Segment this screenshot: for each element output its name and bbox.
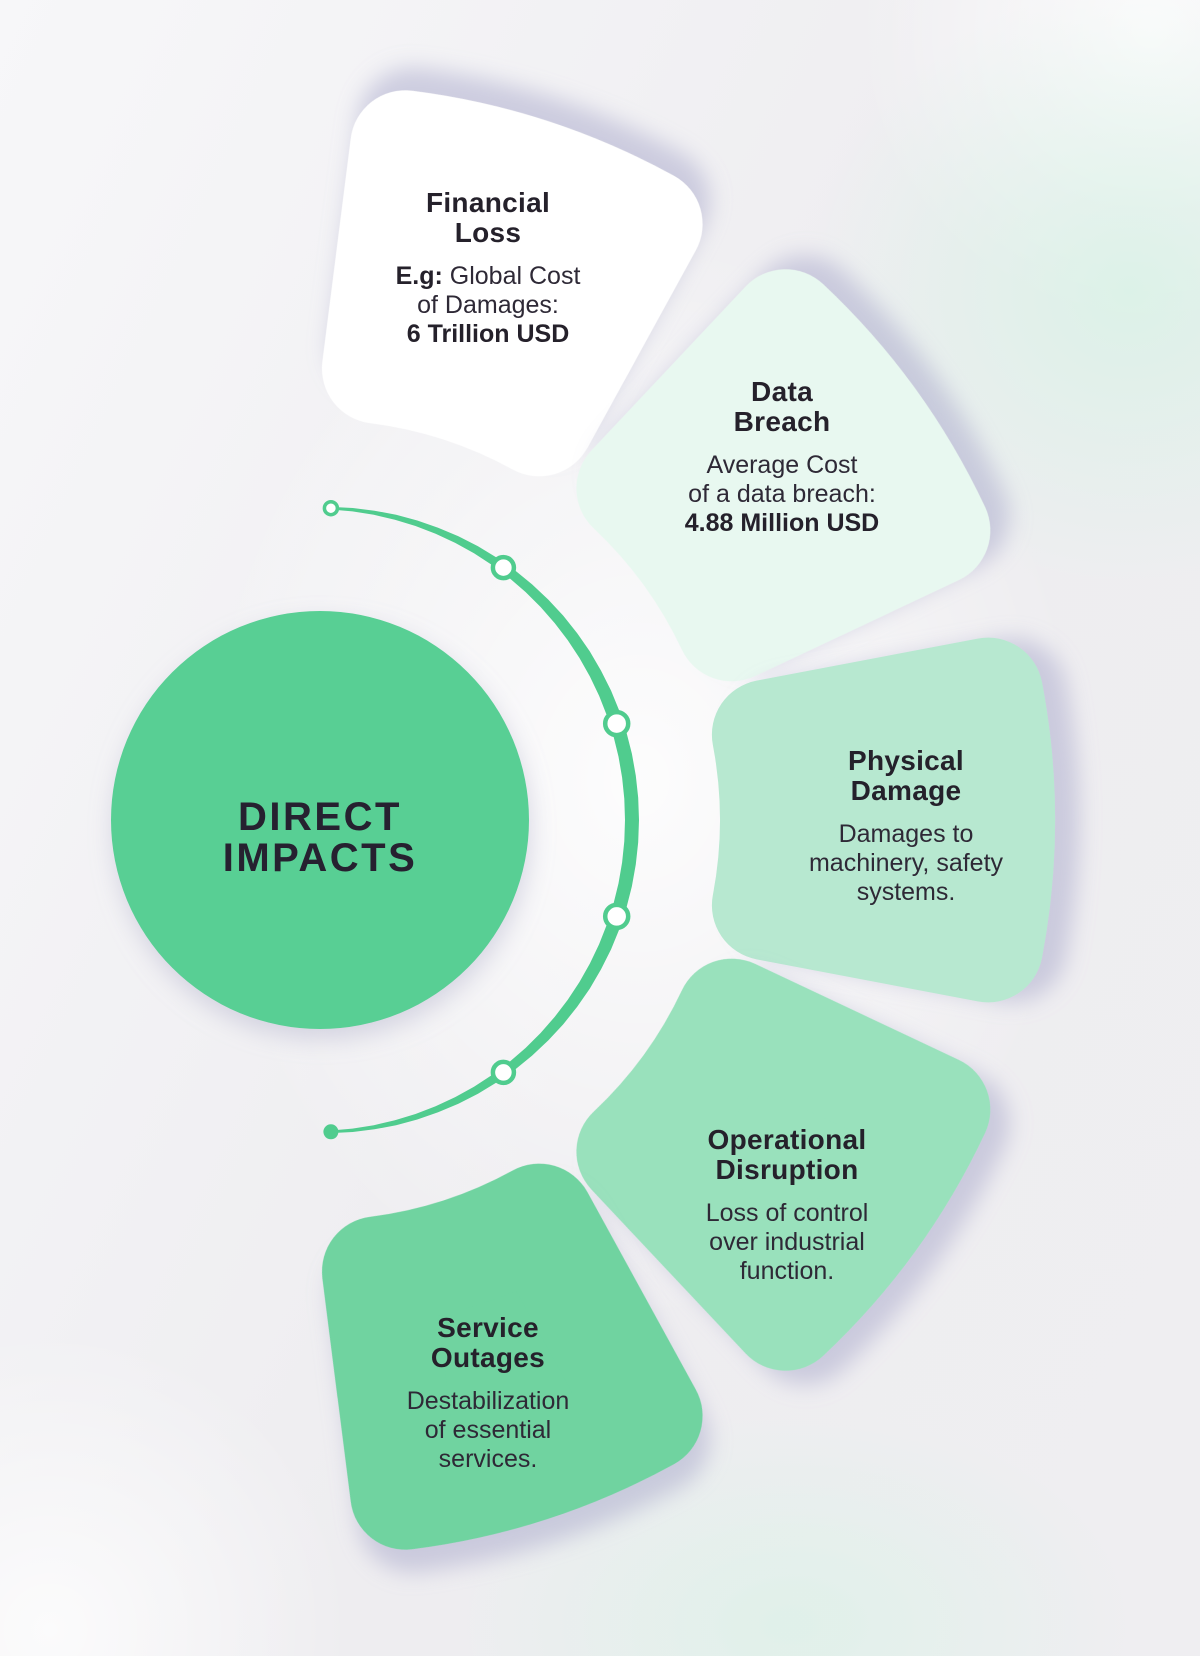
arc-end-node [323, 1124, 339, 1140]
arc-node-4 [490, 1059, 517, 1086]
arc-node-3 [602, 902, 631, 931]
arc-start-node [322, 499, 340, 517]
central-label: DIRECT IMPACTS [120, 797, 520, 879]
arc-node-2 [602, 709, 631, 738]
central-circle [111, 611, 529, 1029]
central-label-line1: DIRECT [238, 795, 402, 839]
central-label-line2: IMPACTS [222, 836, 418, 880]
arc-node-1 [490, 554, 517, 581]
arc-nodes [322, 499, 631, 1140]
